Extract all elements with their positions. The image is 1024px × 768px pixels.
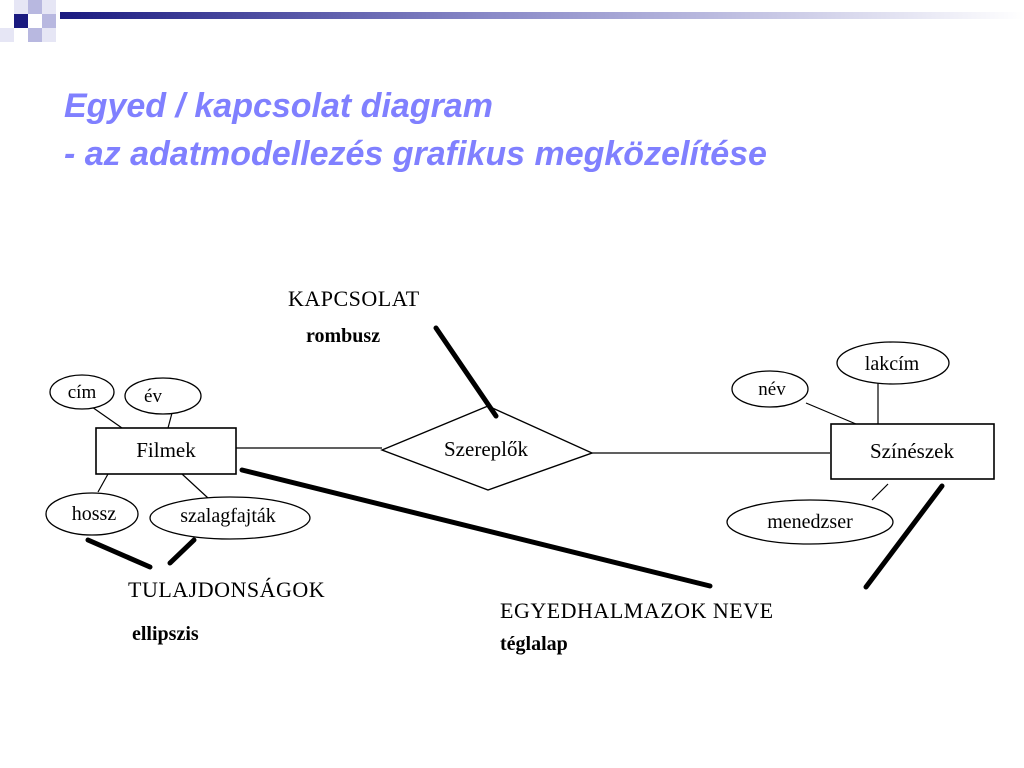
szalagfajtak-connector xyxy=(181,473,209,499)
tulajdonsagok-shape-label: ellipszis xyxy=(132,623,199,645)
attribute-ellipse xyxy=(124,377,202,415)
title-line-2: - az adatmodellezés grafikus megközelíté… xyxy=(64,135,767,173)
entity-name: Filmek xyxy=(136,438,196,462)
entity-filmek: Filmek xyxy=(95,427,237,475)
hossz-connector xyxy=(97,473,109,493)
thin-connectors xyxy=(91,382,889,501)
egyedhalmazok-label: EGYEDHALMAZOK NEVE xyxy=(500,598,774,623)
egyedhalmazok-pointer-left xyxy=(239,467,713,589)
annotation-pointers xyxy=(85,325,945,590)
attribute-nev: név xyxy=(731,370,809,408)
attribute-name: menedzser xyxy=(767,511,853,533)
attribute-name: lakcím xyxy=(865,353,920,375)
relationship-name: Szereplők xyxy=(444,437,528,461)
entity-rectangle xyxy=(830,423,995,480)
nev-connector xyxy=(805,402,857,425)
entity-szineszek: Színészek xyxy=(830,423,995,480)
kapcsolat-label: KAPCSOLAT xyxy=(288,286,420,311)
attribute-cim: cím xyxy=(49,374,115,410)
entity-name: Színészek xyxy=(870,439,954,463)
kapcsolat-pointer xyxy=(433,325,499,419)
cim-connector xyxy=(91,406,123,429)
attribute-ellipse xyxy=(836,341,950,385)
attribute-hossz: hossz xyxy=(45,492,139,536)
relationship-diamond xyxy=(380,405,594,491)
tulajdonsagok-pointer-right xyxy=(167,537,197,566)
menedzser-connector xyxy=(871,483,889,501)
attribute-name: hossz xyxy=(72,503,117,525)
attribute-ellipse xyxy=(149,496,311,540)
ev-connector xyxy=(167,412,173,429)
attribute-szalagfajtak: szalagfajták xyxy=(149,496,311,540)
tulajdonsagok-pointer-left xyxy=(85,537,153,570)
attribute-ev: év xyxy=(124,377,202,415)
entity-rectangle xyxy=(95,427,237,475)
egyedhalmazok-pointer-right xyxy=(863,483,945,590)
attribute-ellipse xyxy=(726,499,894,545)
kapcsolat-shape-label: rombusz xyxy=(306,325,380,347)
slide-title: Egyed / kapcsolat diagram - az adatmodel… xyxy=(64,82,767,178)
relationship-szereplok: Szereplők xyxy=(380,405,594,491)
tulajdonsagok-label: TULAJDONSÁGOK xyxy=(128,577,325,602)
attribute-name: név xyxy=(758,379,786,400)
attribute-name: év xyxy=(144,386,162,407)
egyedhalmazok-shape-label: téglalap xyxy=(500,633,568,655)
attribute-menedzser: menedzser xyxy=(726,499,894,545)
attribute-lakcim: lakcím xyxy=(836,341,950,385)
attribute-name: cím xyxy=(68,382,97,403)
attribute-ellipse xyxy=(45,492,139,536)
attribute-name: szalagfajták xyxy=(180,505,276,527)
header-decoration xyxy=(0,0,1024,42)
attribute-ellipse xyxy=(49,374,115,410)
title-line-1: Egyed / kapcsolat diagram xyxy=(64,87,493,125)
attribute-ellipse xyxy=(731,370,809,408)
